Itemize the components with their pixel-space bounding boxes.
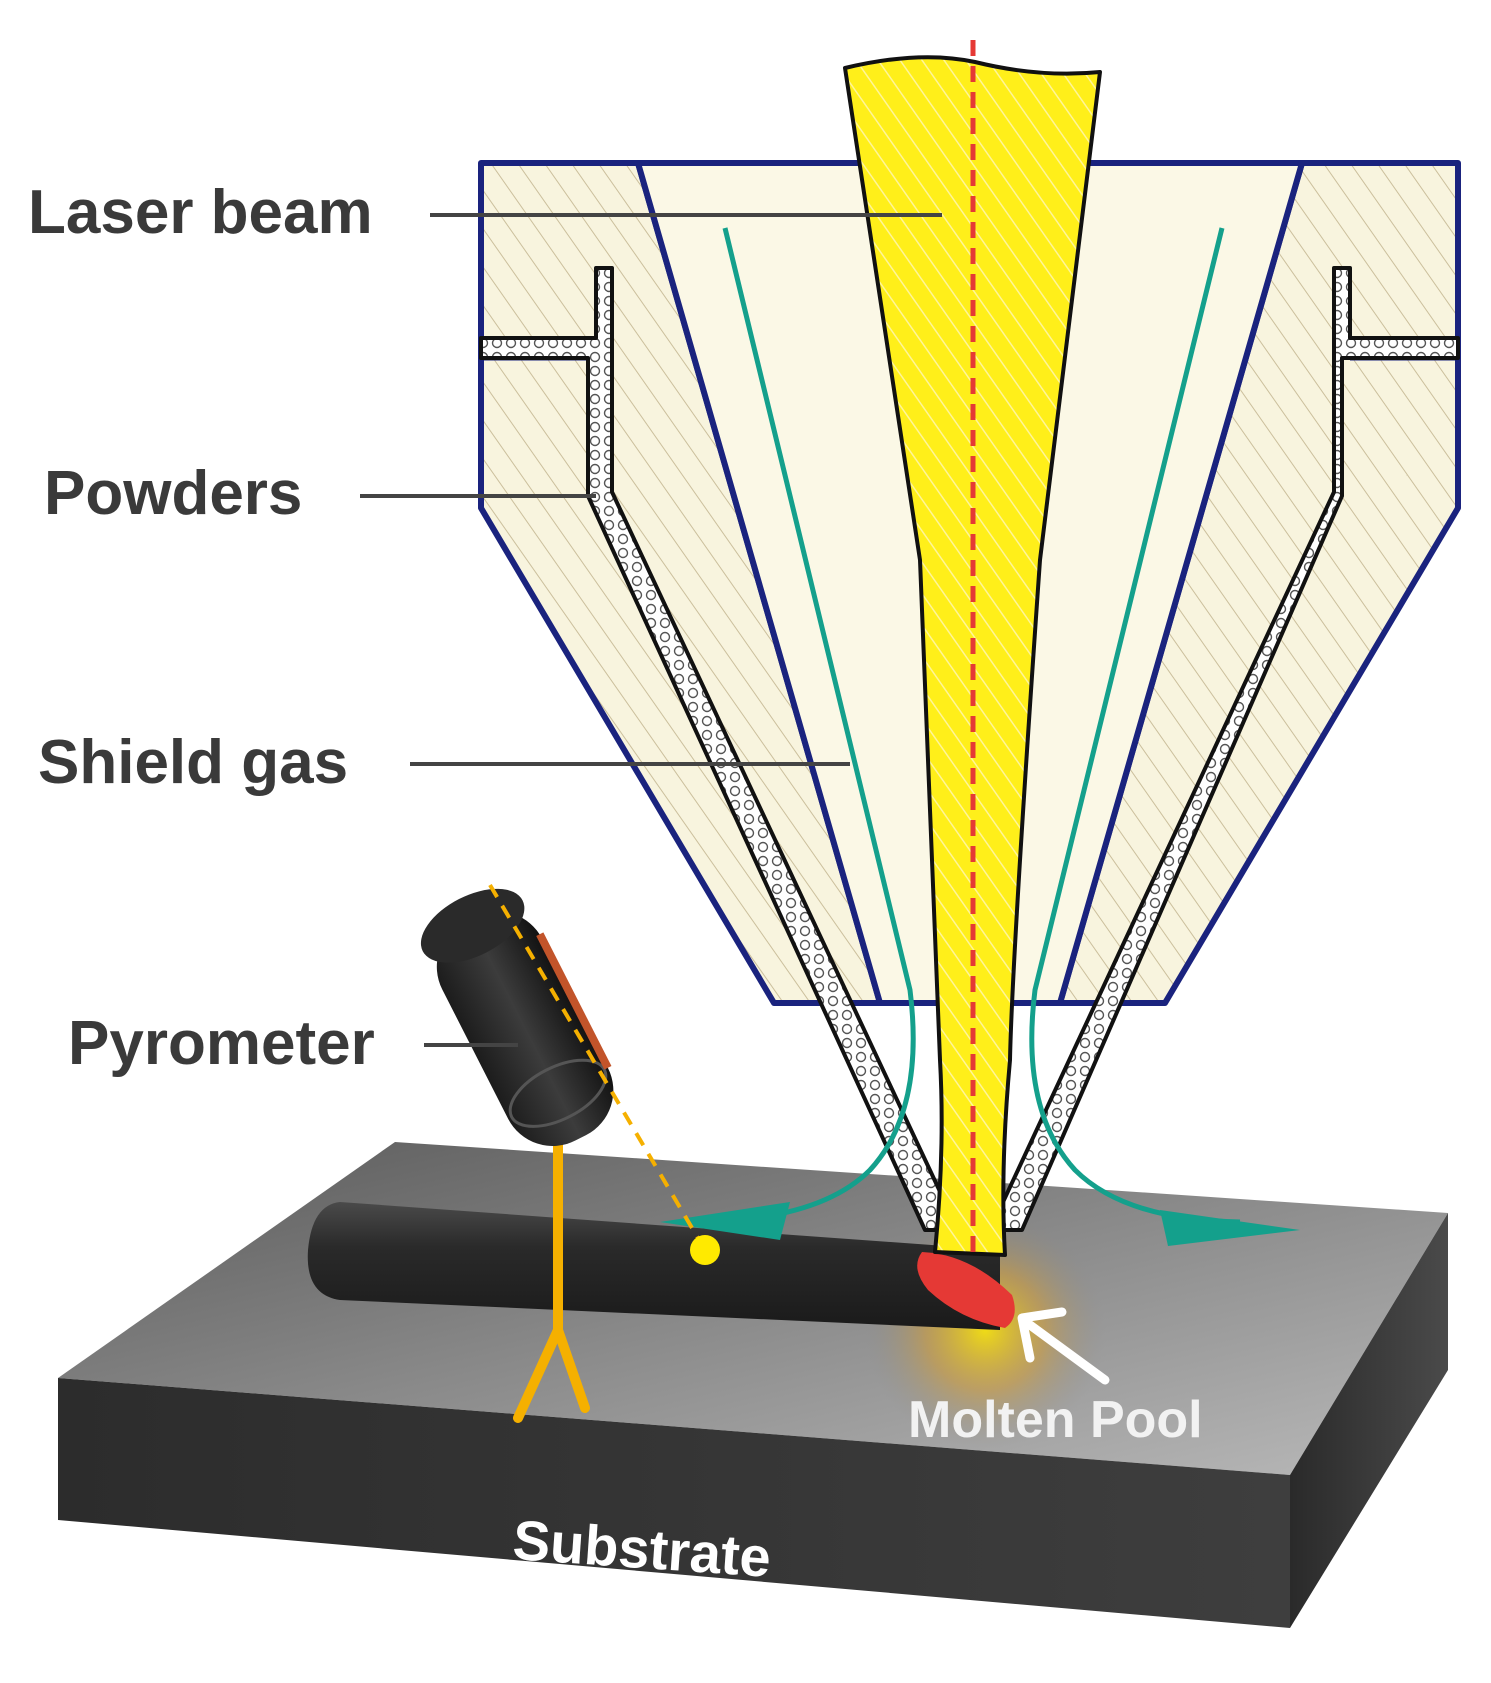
- shield-gas-arrow-left: [660, 1202, 790, 1240]
- label-pyrometer: Pyrometer: [68, 1009, 375, 1078]
- shield-gas-arrow-right: [1160, 1210, 1300, 1246]
- substrate-front-face: [58, 1378, 1290, 1628]
- label-laser-beam: Laser beam: [28, 178, 373, 247]
- deposited-track: [307, 1202, 1000, 1330]
- pyrometer: [420, 883, 720, 1423]
- laser-beam: [843, 40, 1102, 1260]
- molten-pool: [917, 1252, 1015, 1328]
- label-shield-gas: Shield gas: [38, 728, 349, 797]
- label-powders: Powders: [44, 459, 303, 528]
- substrate-side-face: [1290, 1213, 1448, 1628]
- label-molten-pool: Molten Pool: [908, 1391, 1203, 1449]
- pyrometer-measurement-spot: [690, 1235, 720, 1265]
- leader-lines: [360, 213, 942, 1047]
- molten-pool-arrow: [1017, 1307, 1110, 1385]
- shield-gas-streams: [660, 227, 1300, 1246]
- pyrometer-body: [420, 888, 614, 1147]
